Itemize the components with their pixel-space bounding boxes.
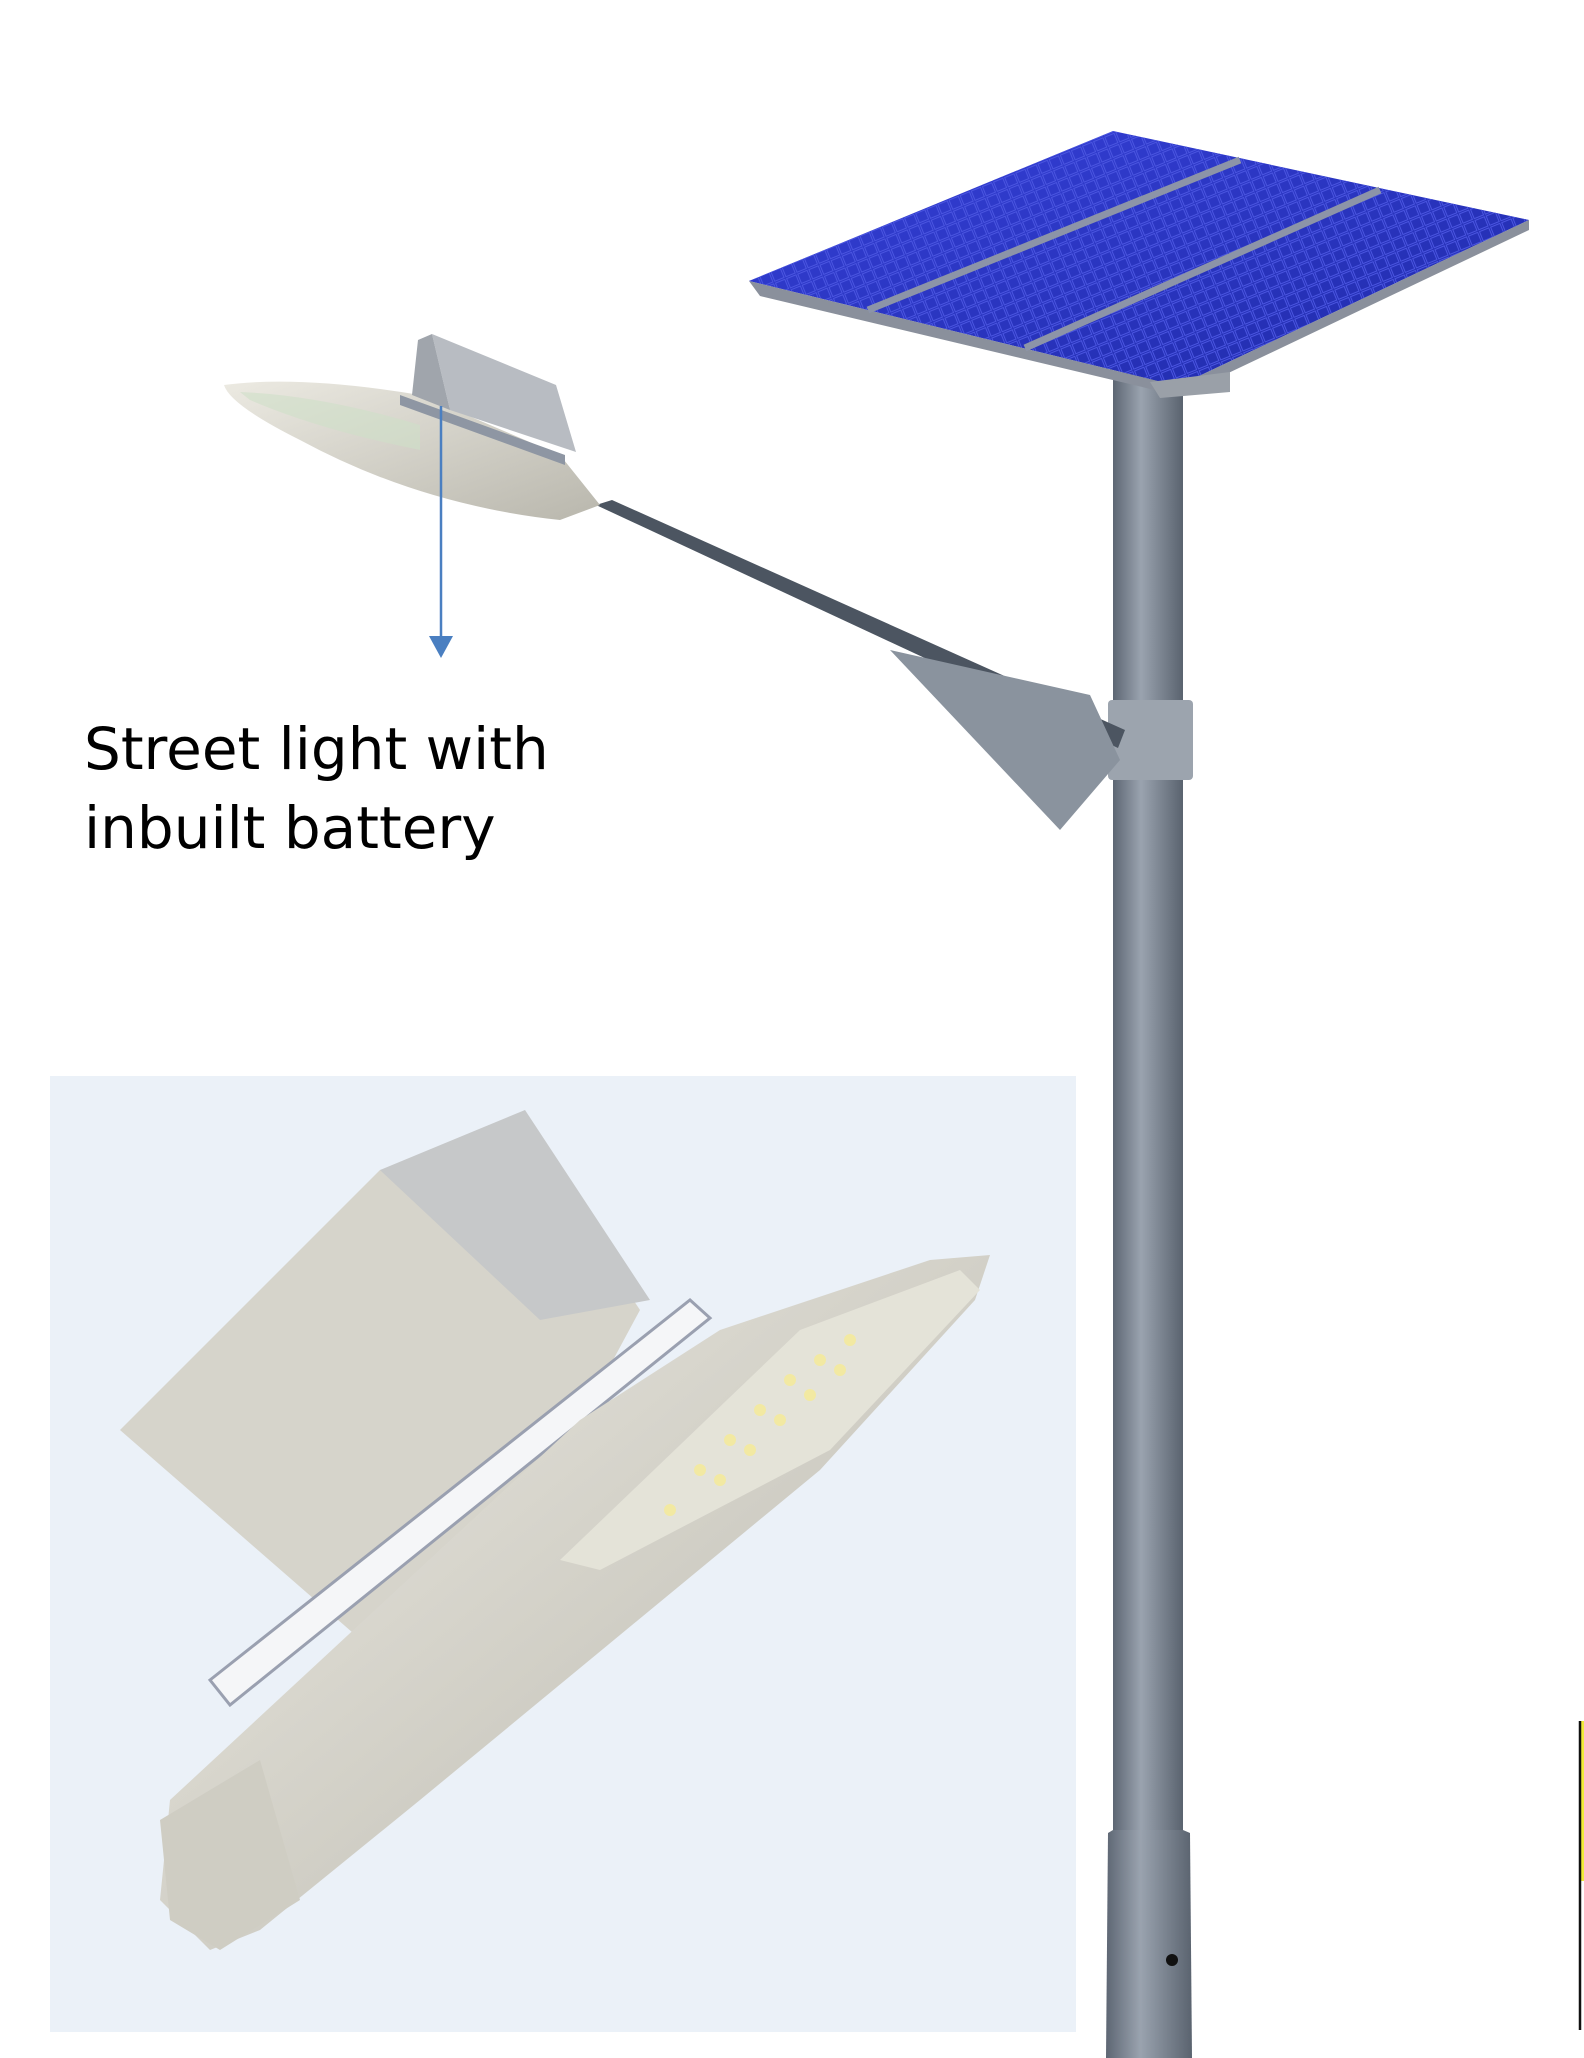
callout-arrow — [429, 406, 453, 658]
cropped-legend-box — [1578, 1721, 1584, 2030]
pole — [1106, 373, 1193, 2058]
solar-panel — [749, 131, 1529, 398]
inset-lamp-closeup — [50, 1076, 1076, 2032]
lamp-arm — [596, 500, 1125, 830]
callout-caption: Street light with inbuilt battery — [84, 710, 549, 868]
street-lamp-head — [224, 334, 600, 520]
caption-line-2: inbuilt battery — [84, 794, 496, 862]
caption-line-1: Street light with — [84, 715, 549, 783]
